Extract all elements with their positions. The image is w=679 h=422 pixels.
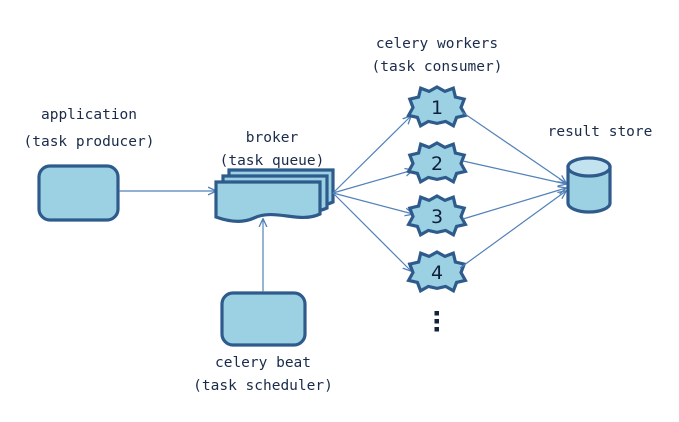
celery-beat-label-line2: (task scheduler) [193,378,333,394]
broker-label-line1: broker [246,130,299,146]
arrow-worker-3-to-result-store [462,188,566,220]
worker-node-3[interactable]: 3 [406,194,468,238]
arrow-worker-1-to-result-store [461,111,566,183]
application-node[interactable] [37,164,120,222]
arrow-broker-to-worker-3 [332,192,413,214]
arrow-broker-to-worker-1 [332,116,411,194]
arrow-worker-4-to-result-store [459,191,566,269]
arrow-worker-2-to-result-store [462,160,566,184]
worker-number-2: 2 [431,153,443,175]
worker-node-2[interactable]: 2 [406,141,468,185]
application-label-line1: application [41,107,137,123]
worker-node-4[interactable]: 4 [406,250,468,294]
arrow-broker-to-worker-4 [332,192,411,271]
worker-number-1: 1 [431,97,443,119]
celery-beat-label-line1: celery beat [215,355,311,371]
broker-label-line2: (task queue) [220,153,325,169]
worker-number-3: 3 [431,206,443,228]
worker-node-1[interactable]: 1 [406,85,468,129]
result-store-label: result store [548,124,653,140]
celery-workers-label-line1: celery workers [376,36,498,52]
celery-workers-label-line2: (task consumer) [372,59,503,75]
arrow-broker-to-worker-2 [332,170,413,194]
result-store-node[interactable] [566,156,612,214]
worker-continuation-ellipsis [434,311,439,332]
broker-node-front-sheet[interactable] [214,180,322,223]
celery-beat-node[interactable] [220,291,307,347]
worker-number-4: 4 [431,262,443,284]
application-label-line2: (task producer) [24,134,155,150]
